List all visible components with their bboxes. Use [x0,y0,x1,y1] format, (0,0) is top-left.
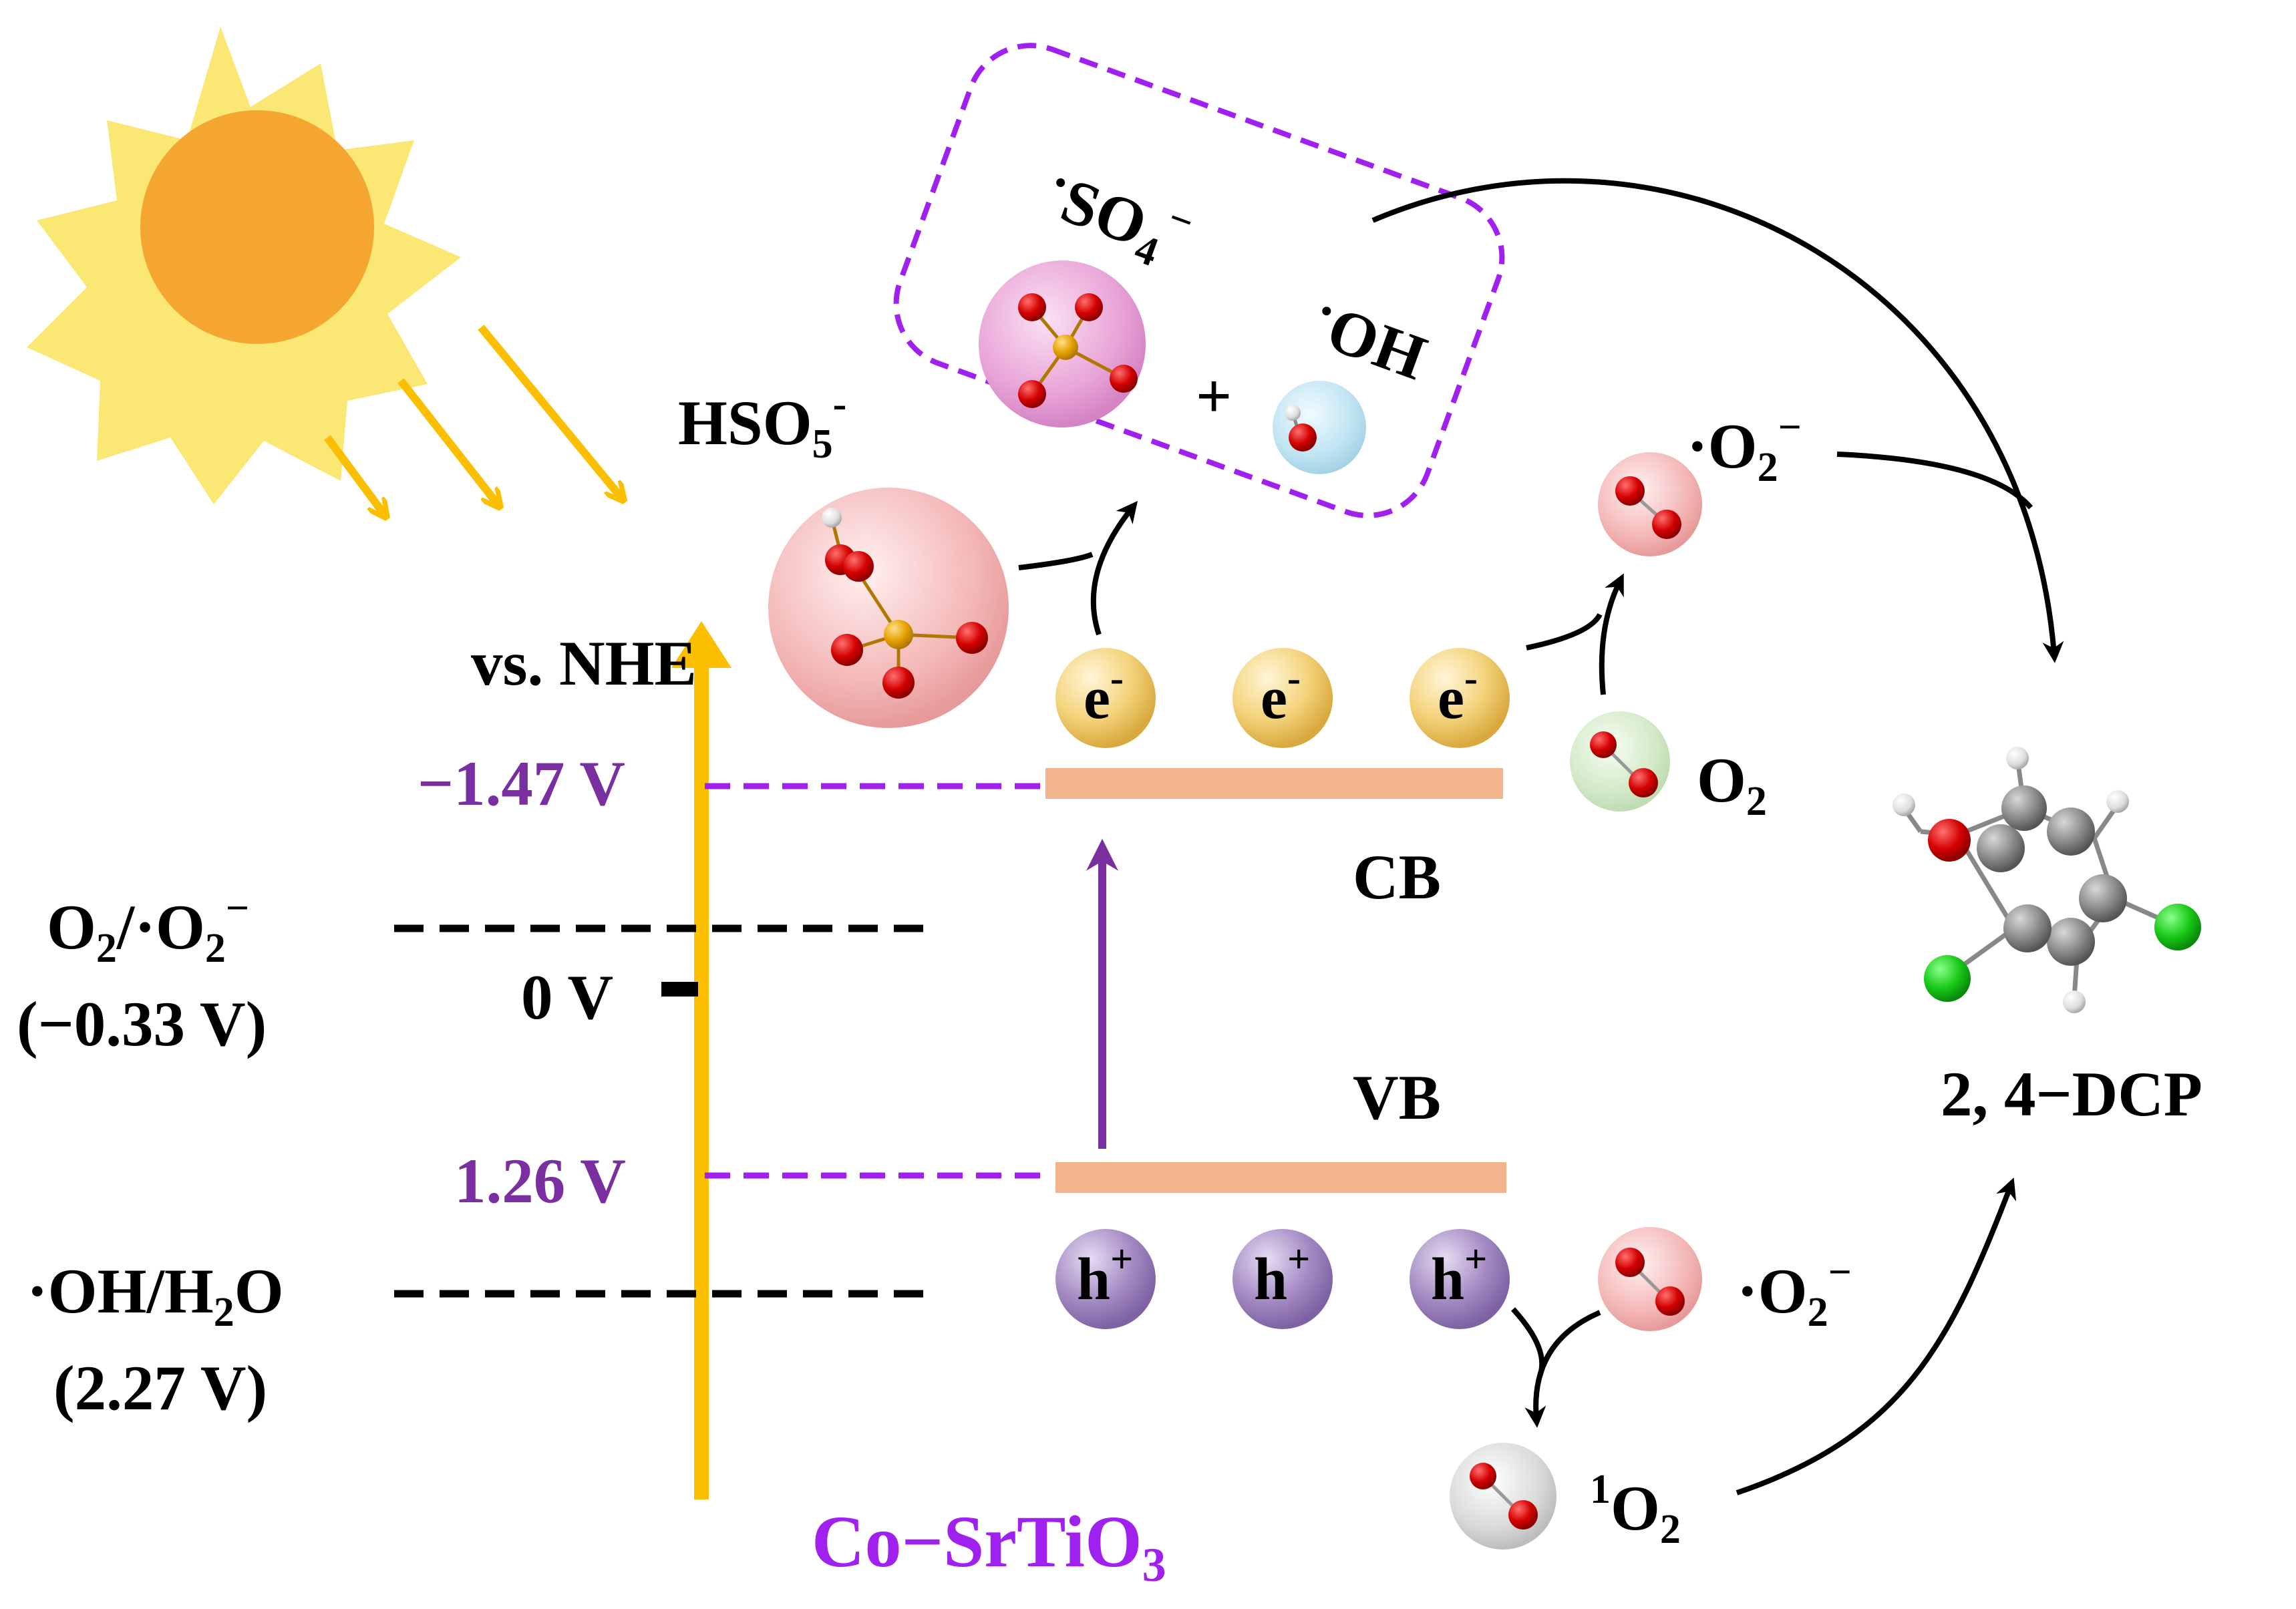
singlet-to-dcp-arrow [1736,1178,2017,1495]
singlet-oxygen-label: 1O2 [1590,1467,1681,1552]
o2-label: O2 [1697,745,1767,824]
svg-text:h+: h+ [1431,1237,1487,1312]
superoxide-top-molecule-icon [1598,452,1702,556]
hole-to-singlet-arrow [1511,1307,1545,1377]
o2-couple-label: O2/·O2− [47,886,249,971]
svg-text:e-: e- [1084,656,1124,731]
holes: h+ h+ h+ [1055,1229,1510,1329]
hso5-label: HSO5- [678,381,846,467]
cb-label: CB [1353,842,1441,912]
electron: e- [1055,648,1156,748]
so4-molecule-icon [979,260,1146,427]
sun-icon [27,27,461,504]
oh-radical-label: ·OH [1301,281,1438,393]
hole: h+ [1055,1229,1156,1329]
hso5-molecule-icon [768,488,1009,728]
vb-label: VB [1353,1062,1441,1133]
svg-text:h+: h+ [1254,1237,1310,1312]
light-ray-arrow-icon [478,325,621,498]
valence-band [1055,1162,1506,1193]
light-ray-arrow-icon [324,435,384,514]
zero-tick [661,982,698,997]
svg-text:e-: e- [1261,656,1301,731]
electrons: e- e- e- [1055,648,1510,748]
svg-text:e-: e- [1438,656,1478,731]
oh-couple-value: (2.27 V) [53,1353,267,1423]
dcp-label: 2, 4−DCP [1941,1059,2202,1129]
hole: h+ [1233,1229,1333,1329]
material-label: Co−SrTiO3 [812,1501,1166,1592]
o2-couple-value: (−0.33 V) [17,989,267,1059]
superoxide-to-dcp-arrow [1836,452,2033,510]
electron: e- [1410,648,1510,748]
plus-sign: + [1196,361,1232,431]
singlet-oxygen-molecule-icon [1450,1443,1556,1550]
electron-to-o2-arrow [1526,612,1603,651]
o2-molecule-icon [1570,711,1670,812]
dcp-benzene-molecule-icon [1893,747,2201,1013]
vb-potential-label: 1.26 V [454,1145,626,1216]
radical-box [893,43,1505,518]
hole: h+ [1410,1229,1510,1329]
superoxide-bottom-label: ·O2− [1737,1250,1852,1335]
conduction-band [1045,768,1503,799]
superoxide-to-singlet-arrow [1524,1310,1601,1428]
o2-to-superoxide-arrow [1599,573,1624,695]
light-ray-arrows [324,325,621,514]
zero-potential-label: 0 V [521,962,613,1033]
superoxide-top-label: ·O2− [1687,405,1802,490]
electron-to-radical-arrow [1090,501,1138,636]
hso5-activation-arrow [1018,552,1094,570]
oh-couple-label: ·OH/H2O [27,1256,284,1335]
light-ray-arrow-icon [397,378,498,504]
cb-potential-label: −1.47 V [418,748,625,819]
electron: e- [1233,648,1333,748]
axis-label: vs. NHE [471,628,697,699]
svg-text:h+: h+ [1077,1237,1133,1312]
superoxide-bottom-molecule-icon [1598,1227,1702,1331]
potential-axis [671,621,731,1499]
oh-radical-molecule-icon [1273,381,1366,474]
